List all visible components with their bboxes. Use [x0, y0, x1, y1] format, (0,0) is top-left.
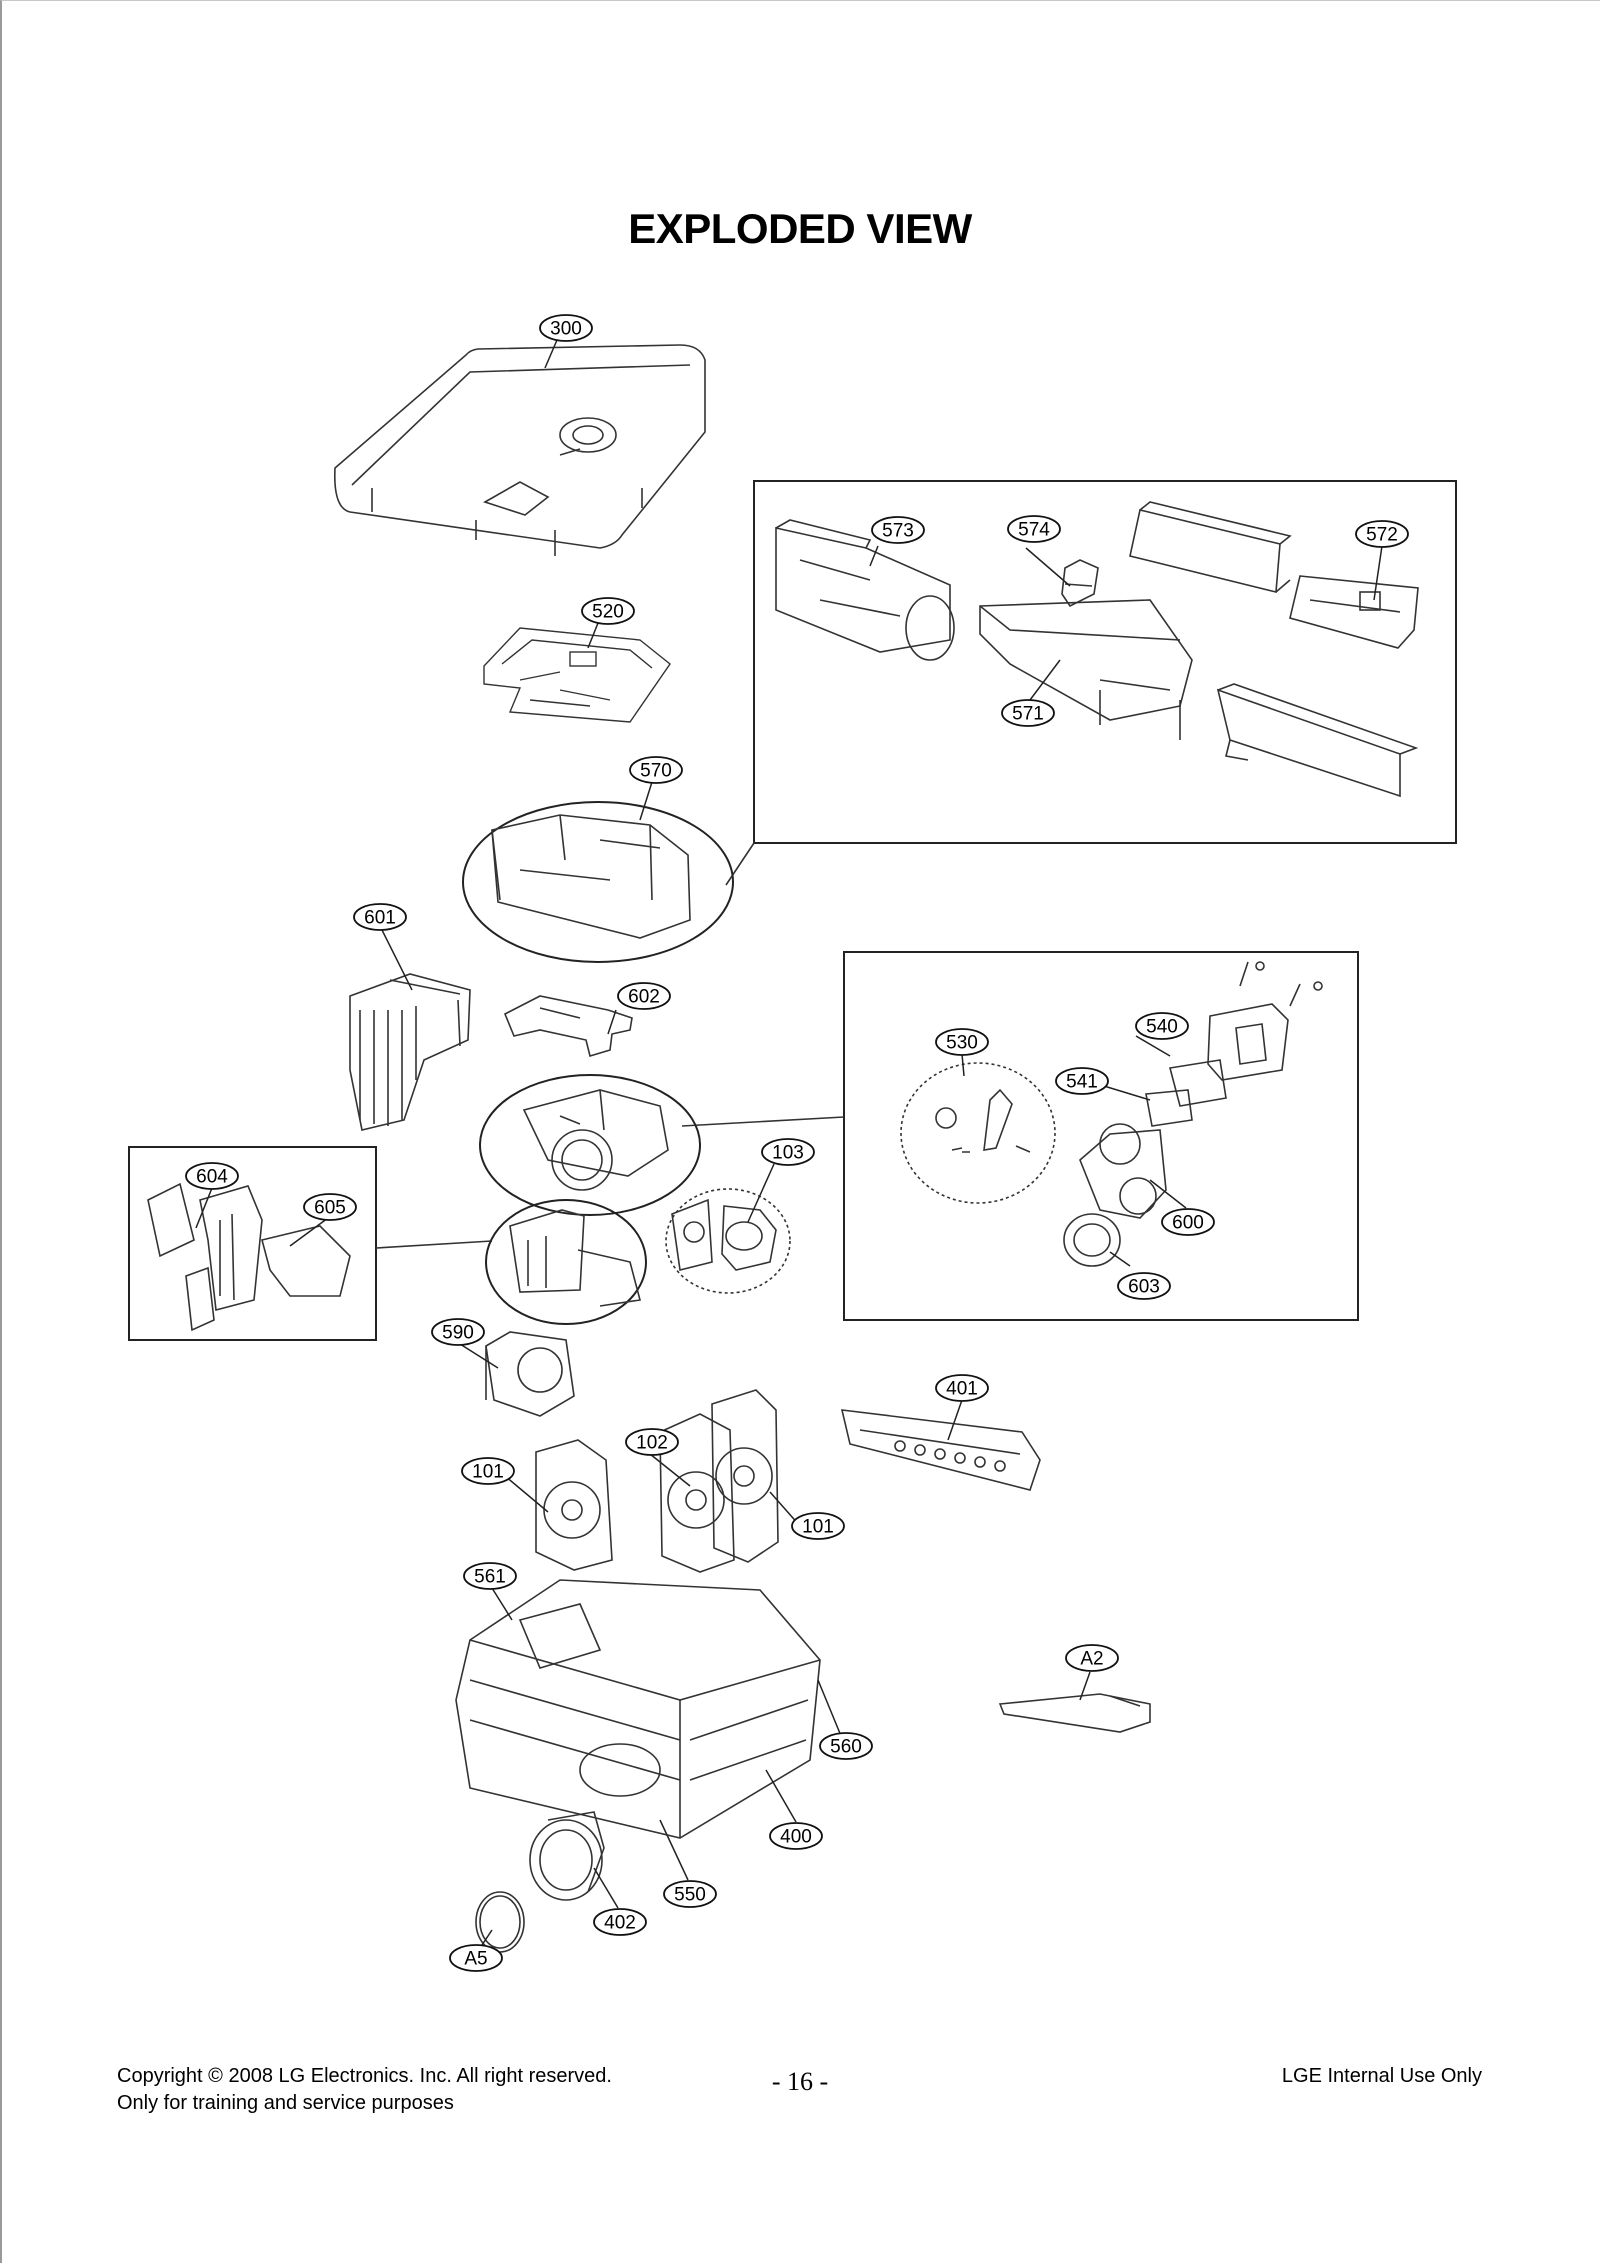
callout-101a-bubble: [461, 1457, 515, 1485]
callout-570: 570: [640, 761, 672, 782]
part-shield-573: [775, 519, 955, 661]
callout-a2-bubble: [1065, 1644, 1119, 1672]
callout-571: 571: [1012, 704, 1044, 725]
part-top-cover: [333, 344, 706, 556]
callout-572-bubble: [1355, 520, 1409, 548]
callout-401-bubble: [935, 1374, 989, 1402]
callout-102: 102: [636, 1433, 668, 1454]
part-fan-101-right: [711, 1389, 779, 1563]
callout-101b: 101: [802, 1517, 834, 1538]
part-frame-571: [979, 599, 1193, 740]
footer-purpose: Only for training and service purposes: [117, 2092, 454, 2114]
callout-573: 573: [882, 521, 914, 542]
callout-561: 561: [474, 1567, 506, 1588]
callout-520-bubble: [581, 597, 635, 625]
callout-601-bubble: [353, 903, 407, 931]
callout-300-bubble: [539, 314, 593, 342]
detail-box-lamp-housing: [128, 1146, 377, 1341]
callout-540-bubble: [1135, 1012, 1189, 1040]
callout-600: 600: [1172, 1213, 1204, 1234]
part-bracket-602: [503, 995, 633, 1058]
callout-a2: A2: [1080, 1649, 1103, 1670]
detail-box-optical-engine: [843, 951, 1359, 1321]
callout-103: 103: [772, 1143, 804, 1164]
callout-603: 603: [1128, 1277, 1160, 1298]
part-chip-541: [1145, 1059, 1227, 1127]
part-fan-101-left: [535, 1439, 613, 1571]
callout-600-bubble: [1161, 1208, 1215, 1236]
callout-590: 590: [442, 1323, 474, 1344]
callout-102-bubble: [625, 1428, 679, 1456]
footer-internal: LGE Internal Use Only: [1281, 2065, 1482, 2087]
part-shield-lower: [1216, 683, 1419, 798]
callout-572: 572: [1366, 525, 1398, 546]
part-lamp-housing-detail: [147, 1182, 351, 1332]
part-engine-600: [1079, 1123, 1167, 1219]
callout-571-bubble: [1001, 699, 1055, 727]
callout-605: 605: [314, 1198, 346, 1219]
callout-560: 560: [830, 1737, 862, 1758]
callout-400-bubble: [769, 1822, 823, 1850]
callout-541-bubble: [1055, 1067, 1109, 1095]
callout-530-bubble: [935, 1028, 989, 1056]
callout-590-bubble: [431, 1318, 485, 1346]
part-heatsink-540: [1207, 961, 1323, 1081]
part-fan-102: [659, 1413, 735, 1573]
callout-605-bubble: [303, 1193, 357, 1221]
callout-573-bubble: [871, 516, 925, 544]
page-number: - 16 -: [771, 2067, 829, 2096]
callout-550-bubble: [663, 1880, 717, 1908]
callout-520: 520: [592, 602, 624, 623]
part-remote-a2: [998, 1693, 1151, 1733]
part-main-pcb: [483, 627, 671, 723]
part-shield-upper: [1129, 501, 1292, 594]
callout-540: 540: [1146, 1017, 1178, 1038]
callout-103-bubble: [761, 1138, 815, 1166]
callout-604-bubble: [185, 1162, 239, 1190]
part-board-572: [1289, 575, 1419, 649]
callout-101a: 101: [472, 1462, 504, 1483]
callout-401: 401: [946, 1379, 978, 1400]
part-bracket-601: [349, 973, 471, 1131]
part-lamp-group: [485, 1199, 647, 1325]
part-base-chassis-400: [455, 1579, 821, 1839]
callout-a5: A5: [464, 1949, 487, 1970]
part-lamp-590: [485, 1331, 575, 1417]
part-front-panel-401: [840, 1409, 1041, 1491]
callout-560-bubble: [819, 1732, 873, 1760]
callout-402: 402: [604, 1913, 636, 1934]
callout-a5-bubble: [449, 1944, 503, 1972]
callout-574: 574: [1018, 520, 1050, 541]
callout-570-bubble: [629, 756, 683, 784]
callout-300: 300: [550, 319, 582, 340]
footer-copyright: Copyright © 2008 LG Electronics. Inc. Al…: [117, 2065, 612, 2087]
page-title: EXPLODED VIEW: [628, 205, 972, 252]
part-lens-402: [529, 1811, 605, 1901]
part-bracket-574: [1061, 559, 1099, 608]
part-optical-engine-group: [479, 1074, 701, 1216]
callout-400: 400: [780, 1827, 812, 1848]
part-blower-103: [665, 1188, 791, 1294]
part-lens-603: [1063, 1213, 1121, 1267]
part-dmd-board-530: [900, 1062, 1056, 1204]
footer-left: Copyright © 2008 LG Electronics. Inc. Al…: [117, 2063, 612, 2117]
callout-602: 602: [628, 987, 660, 1008]
callout-602-bubble: [617, 982, 671, 1010]
part-shield-assembly: [462, 801, 734, 963]
callout-601: 601: [364, 908, 396, 929]
callout-530: 530: [946, 1033, 978, 1054]
callout-574-bubble: [1007, 515, 1061, 543]
callout-603-bubble: [1117, 1272, 1171, 1300]
detail-box-pcb-shields: [753, 480, 1457, 844]
callout-101b-bubble: [791, 1512, 845, 1540]
callout-541: 541: [1066, 1072, 1098, 1093]
callout-561-bubble: [463, 1562, 517, 1590]
callout-604: 604: [196, 1167, 228, 1188]
callout-402-bubble: [593, 1908, 647, 1936]
callout-550: 550: [674, 1885, 706, 1906]
